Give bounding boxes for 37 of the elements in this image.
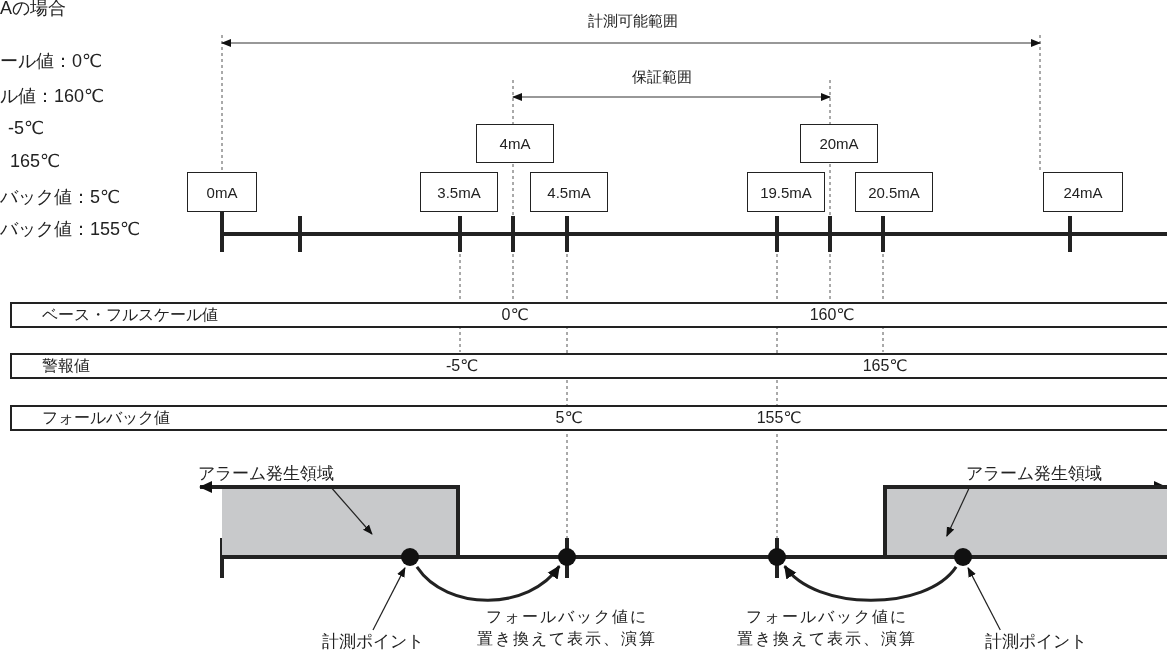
setting-text: ール値：0℃ xyxy=(0,50,103,73)
callout-text: アラーム発生領域 xyxy=(198,462,334,486)
setting-text: 165℃ xyxy=(10,150,61,172)
setting-text: バック値：155℃ xyxy=(0,218,141,241)
callout-text: 計測ポイント xyxy=(322,630,424,654)
range-label: 計測可能範囲 xyxy=(588,12,678,31)
value-band xyxy=(10,405,1167,431)
band-title: ベース・フルスケール値 xyxy=(42,304,218,325)
heading: Aの場合 xyxy=(0,0,66,20)
value-band xyxy=(10,353,1167,379)
band-title: 警報値 xyxy=(42,355,90,376)
setting-text: ル値：160℃ xyxy=(0,85,105,108)
point-dot xyxy=(768,548,786,566)
alarm-region xyxy=(222,485,460,555)
current-box: 24mA xyxy=(1043,172,1123,212)
curved-arrow xyxy=(783,565,958,602)
leader-line xyxy=(372,567,406,631)
current-box: 19.5mA xyxy=(747,172,825,212)
callout-text: 計測ポイント xyxy=(985,630,1087,654)
current-box: 3.5mA xyxy=(420,172,498,212)
current-box: 0mA xyxy=(187,172,257,212)
point-dot xyxy=(401,548,419,566)
curved-arrow xyxy=(415,565,561,602)
range-label: 保証範囲 xyxy=(632,68,692,87)
point-dot xyxy=(954,548,972,566)
current-box: 4mA xyxy=(476,124,554,163)
setting-text: バック値：5℃ xyxy=(0,186,121,209)
setting-text: -5℃ xyxy=(8,117,45,139)
band-title: フォールバック値 xyxy=(42,407,170,428)
value-band xyxy=(10,302,1167,328)
callout-text: アラーム発生領域 xyxy=(966,462,1102,486)
current-box: 20mA xyxy=(800,124,878,163)
current-box: 4.5mA xyxy=(530,172,608,212)
point-dot xyxy=(558,548,576,566)
leader-line xyxy=(967,567,1001,631)
alarm-region xyxy=(883,485,1167,555)
current-box: 20.5mA xyxy=(855,172,933,212)
